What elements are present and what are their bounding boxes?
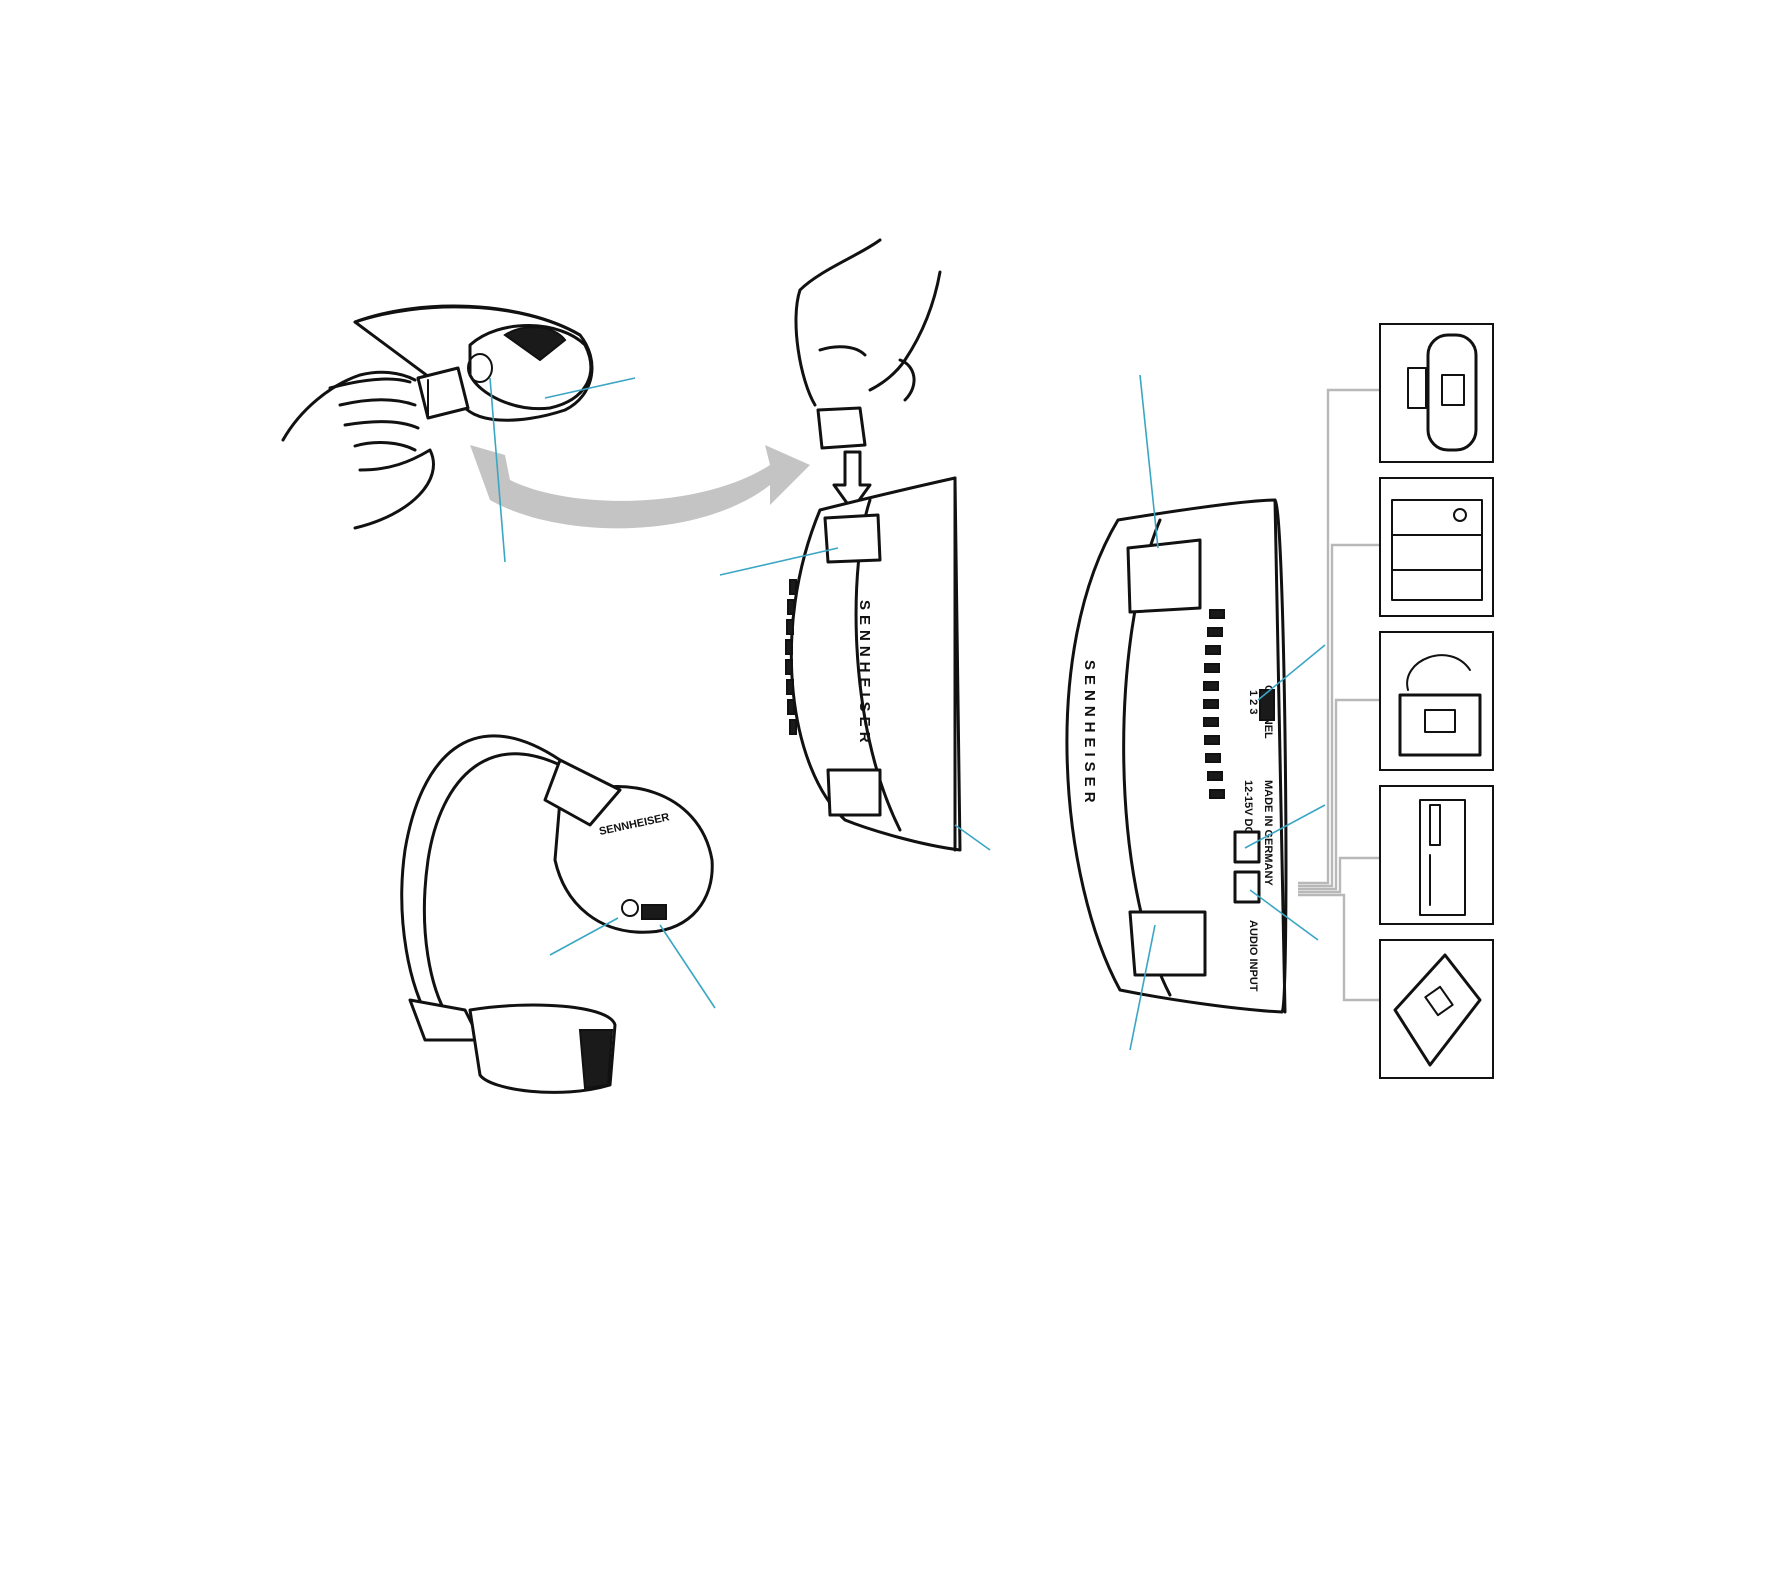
dc-jack[interactable] <box>1233 830 1261 864</box>
transmitter-brand-rear: SENNHEISER <box>856 600 873 748</box>
audio-input-label: AUDIO INPUT <box>1247 920 1259 992</box>
cd-player-icon <box>1379 785 1494 925</box>
swap-arrow <box>470 445 810 529</box>
boombox-icon <box>1379 323 1494 463</box>
remove-battery-illustration <box>281 304 810 563</box>
hifi-stack-icon <box>1379 477 1494 617</box>
audio-input-jack[interactable] <box>1233 870 1261 904</box>
headphone-illustration: SENNHEISER <box>400 734 716 1094</box>
insert-battery-illustration: SENNHEISER <box>719 238 991 852</box>
power-rating-label: 12-15V DC <box>1242 780 1254 834</box>
transmitter-brand-front: SENNHEISER <box>1081 660 1098 808</box>
channel-numbers: 1 2 3 <box>1247 690 1259 714</box>
channel-switch[interactable] <box>1259 689 1275 721</box>
tv-icon <box>1379 631 1494 771</box>
vent-slots-right <box>1203 609 1225 799</box>
portable-cd-player-icon <box>1379 939 1494 1079</box>
vent-slots-left <box>785 579 797 735</box>
audio-source-list <box>1379 323 1494 1079</box>
transmitter-illustration: SENNHEISER MADE IN GERMANY 12-15V DC CHA… <box>1065 374 1380 1051</box>
made-in-label: MADE IN GERMANY <box>1262 780 1274 886</box>
